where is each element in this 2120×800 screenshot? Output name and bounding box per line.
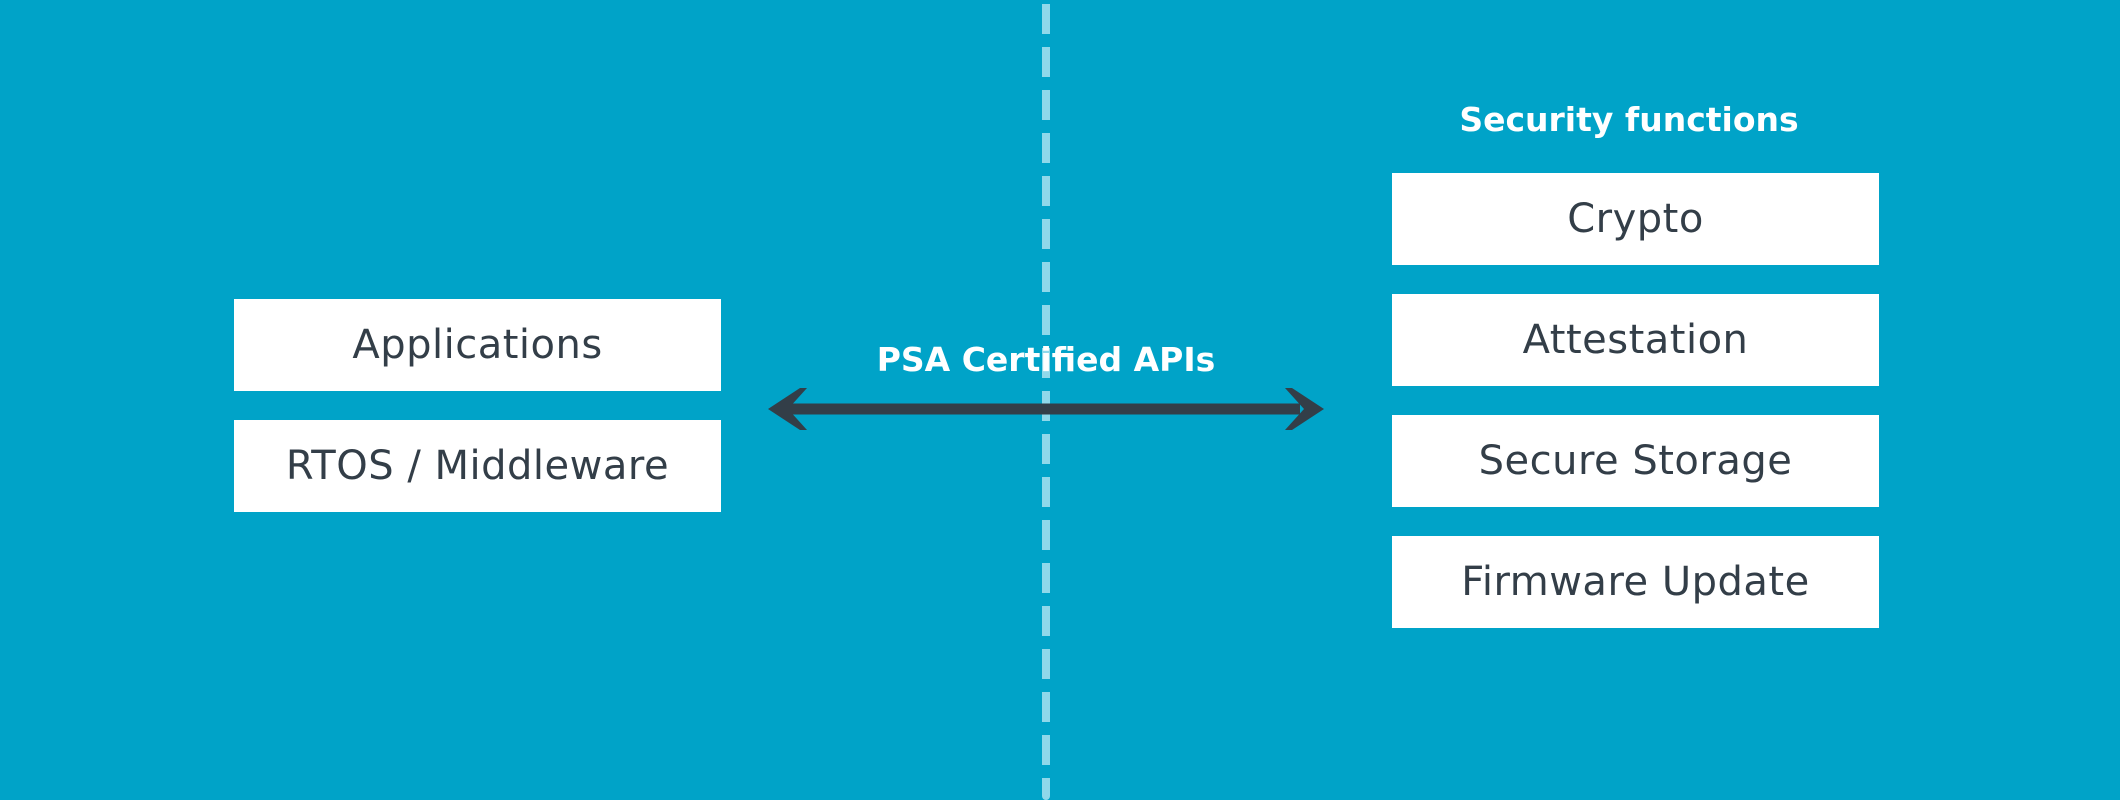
- applications-label: Applications: [352, 322, 603, 368]
- rtos-middleware-label: RTOS / Middleware: [285, 443, 670, 489]
- attestation-label: Attestation: [1522, 317, 1749, 363]
- crypto-label: Crypto: [1567, 196, 1704, 242]
- secure-storage-label: Secure Storage: [1478, 438, 1793, 484]
- firmware-update-box: Firmware Update: [1392, 536, 1879, 628]
- applications-box: Applications: [234, 299, 721, 391]
- psa-certified-apis-label: PSA Certified APIs: [876, 340, 1216, 379]
- attestation-box: Attestation: [1392, 294, 1879, 386]
- firmware-update-label: Firmware Update: [1461, 559, 1810, 605]
- arrow-head-left: [768, 388, 807, 430]
- rtos-middleware-box: RTOS / Middleware: [234, 420, 721, 512]
- secure-storage-box: Secure Storage: [1392, 415, 1879, 507]
- security-functions-title: Security functions: [1459, 100, 1799, 139]
- dashed-divider-line: [1042, 0, 1050, 800]
- arrow-head-right: [1285, 388, 1324, 430]
- crypto-box: Crypto: [1392, 173, 1879, 265]
